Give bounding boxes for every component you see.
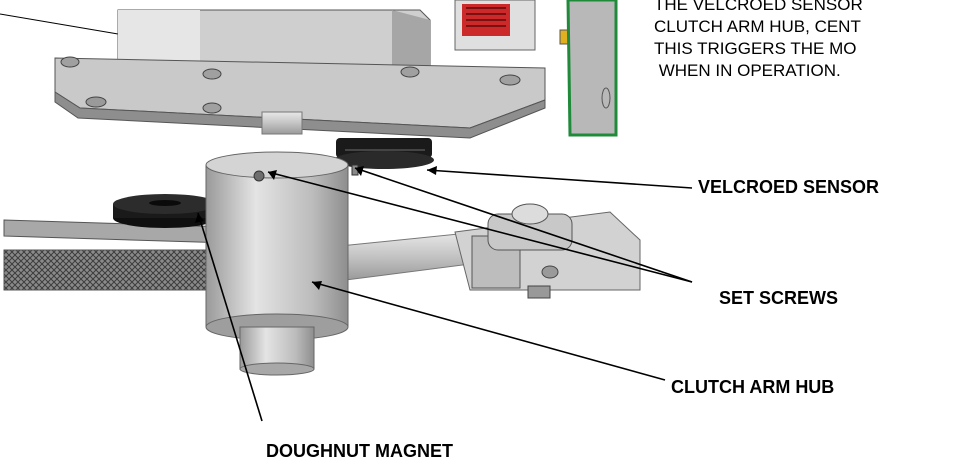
clutch-arm-hub <box>205 151 359 376</box>
set-screw-hole <box>253 170 265 182</box>
mounting-plate <box>54 56 546 139</box>
set-screws-label: SET SCREWS <box>719 288 839 308</box>
callout-arrowheads <box>195 166 437 290</box>
velcroed-sensor-label: VELCROED SENSOR <box>698 177 880 197</box>
spring-coil <box>3 249 210 291</box>
description-note: THE VELCROED SENSOR CLUTCH ARM HUB, CENT T… <box>654 0 967 82</box>
clutch-arm-hub-label: CLUTCH ARM HUB <box>671 377 835 397</box>
circuit-board <box>454 0 618 137</box>
note-line-4: WHEN IN OPERATION. <box>654 61 841 80</box>
note-line-2: CLUTCH ARM HUB, CENT <box>654 17 861 36</box>
doughnut-magnet-label: DOUGHNUT MAGNET <box>266 441 453 461</box>
motor-shaft <box>261 111 303 135</box>
linkage-bracket <box>454 203 641 299</box>
velcroed-sensor <box>334 138 434 169</box>
top-left-leader-line <box>0 13 119 35</box>
callout-leaders <box>197 167 693 422</box>
note-line-1: THE VELCROED SENSOR <box>654 0 863 14</box>
note-line-3: THIS TRIGGERS THE MO <box>654 39 857 58</box>
doughnut-magnet <box>113 194 217 228</box>
